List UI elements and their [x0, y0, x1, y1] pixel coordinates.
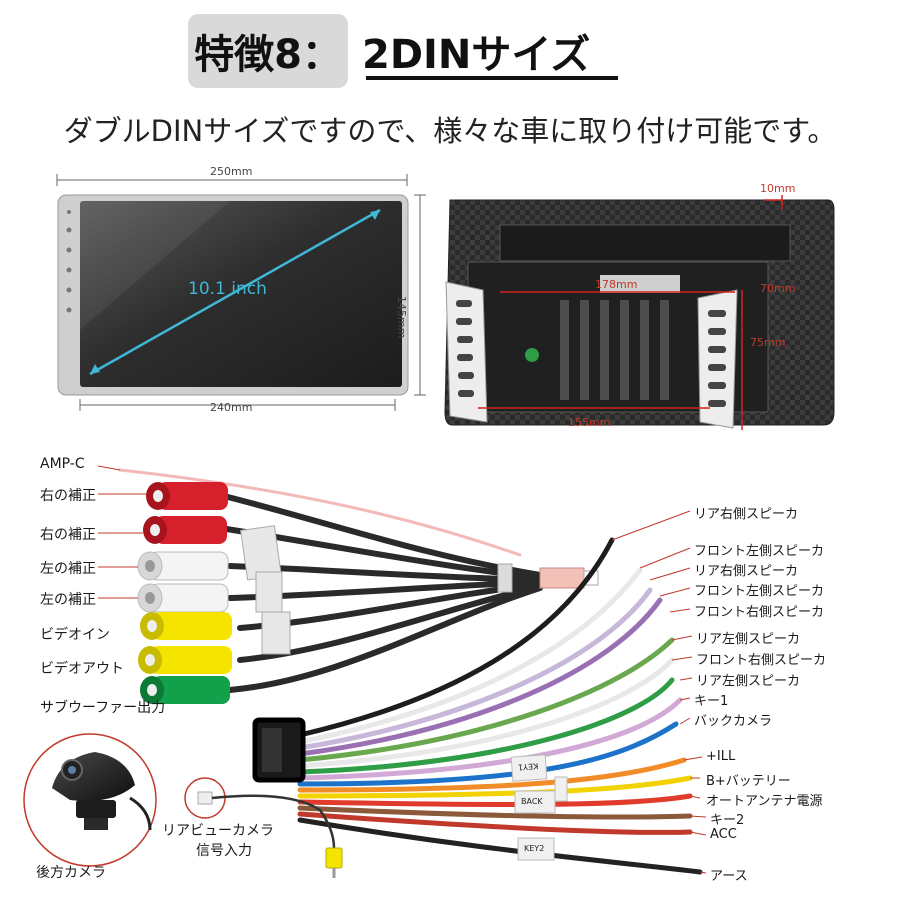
- camera-input-label-line1: リアビューカメラ: [162, 823, 274, 839]
- frame-side-label: 70mm: [760, 282, 796, 295]
- cable-label-amp-c: AMP-C: [40, 456, 85, 472]
- rca-plug-green: [140, 676, 230, 704]
- harness-tags: [510, 754, 568, 861]
- tag-key2: KEY2: [524, 844, 545, 853]
- wire-label-front-left-speaker-2: フロント左側スピーカ: [694, 584, 825, 599]
- wire-label-battery: B+バッテリー: [706, 774, 791, 789]
- cable-label-video-out: ビデオアウト: [40, 661, 124, 677]
- wire-label-auto-antenna: オートアンテナ電源: [706, 794, 823, 809]
- title-underline: [366, 76, 618, 80]
- frame-height-label: 75mm: [750, 336, 786, 349]
- page-title: 2DINサイズ: [362, 32, 591, 78]
- cable-label-right-correction-2: 右の補正: [40, 527, 96, 543]
- wire-label-rear-left-speaker-2: リア左側スピーカ: [696, 674, 801, 689]
- wire-label-rear-right-speaker-2: リア右側スピーカ: [694, 564, 799, 579]
- wire-label-rear-right-speaker-1: リア右側スピーカ: [694, 507, 799, 522]
- head-unit-front: [56, 174, 426, 411]
- wire-label-key1: キー1: [694, 694, 729, 709]
- rca-plug-white-1: [137, 551, 229, 581]
- wire-label-acc: ACC: [710, 827, 737, 842]
- camera-label: 後方カメラ: [36, 865, 106, 881]
- mounting-frame: [444, 195, 835, 430]
- camera-illustration: [23, 733, 343, 878]
- rca-plug-red-2: [143, 516, 227, 544]
- rca-plug-white-2: [137, 583, 229, 613]
- camera-input-label-line2: 信号入力: [196, 843, 252, 859]
- cable-label-left-correction-1: 左の補正: [40, 561, 96, 577]
- cable-label-left-correction-2: 左の補正: [40, 592, 96, 608]
- width-bottom-label: 240mm: [210, 401, 253, 414]
- rca-plugs: [137, 482, 232, 704]
- tag-back: BACK: [521, 797, 543, 806]
- frame-depth-label: 10mm: [760, 182, 796, 195]
- rca-plug-red-1: [146, 482, 228, 510]
- wire-label-ill: +ILL: [706, 749, 736, 764]
- feature-badge: 特徴8：: [188, 14, 348, 88]
- cable-label-right-correction-1: 右の補正: [40, 488, 96, 504]
- wire-label-back-camera: バックカメラ: [694, 714, 773, 729]
- left-leader-lines: [97, 465, 146, 599]
- rca-plug-yellow-1: [140, 612, 232, 640]
- height-label: 145mm: [395, 296, 408, 339]
- tag-key1: KEY1: [517, 761, 539, 772]
- frame-bottom-width-label: 155mm: [568, 416, 611, 429]
- wire-label-front-right-speaker-2: フロント右側スピーカ: [696, 653, 827, 668]
- wire-label-front-left-speaker-1: フロント左側スピーカ: [694, 544, 825, 559]
- subtitle: ダブルDINサイズですので、様々な車に取り付け可能です。: [63, 114, 837, 148]
- wire-label-front-right-speaker-1: フロント右側スピーカ: [694, 605, 825, 620]
- rca-plug-yellow-2: [138, 646, 232, 674]
- rca-cable-bundle: [118, 468, 599, 693]
- cable-label-video-in: ビデオイン: [40, 627, 110, 643]
- wire-label-ground: アース: [710, 869, 748, 884]
- cable-label-subwoofer-out: サブウーファー出力: [40, 700, 166, 716]
- width-top-label: 250mm: [210, 165, 253, 178]
- right-leader-lines: [611, 510, 707, 874]
- wire-label-key2: キー2: [710, 813, 745, 828]
- frame-inner-width-label: 178mm: [595, 278, 638, 291]
- wire-harness: [252, 537, 703, 875]
- wire-label-rear-left-speaker-1: リア左側スピーカ: [696, 632, 801, 647]
- screen-size-label: 10.1 inch: [188, 279, 267, 299]
